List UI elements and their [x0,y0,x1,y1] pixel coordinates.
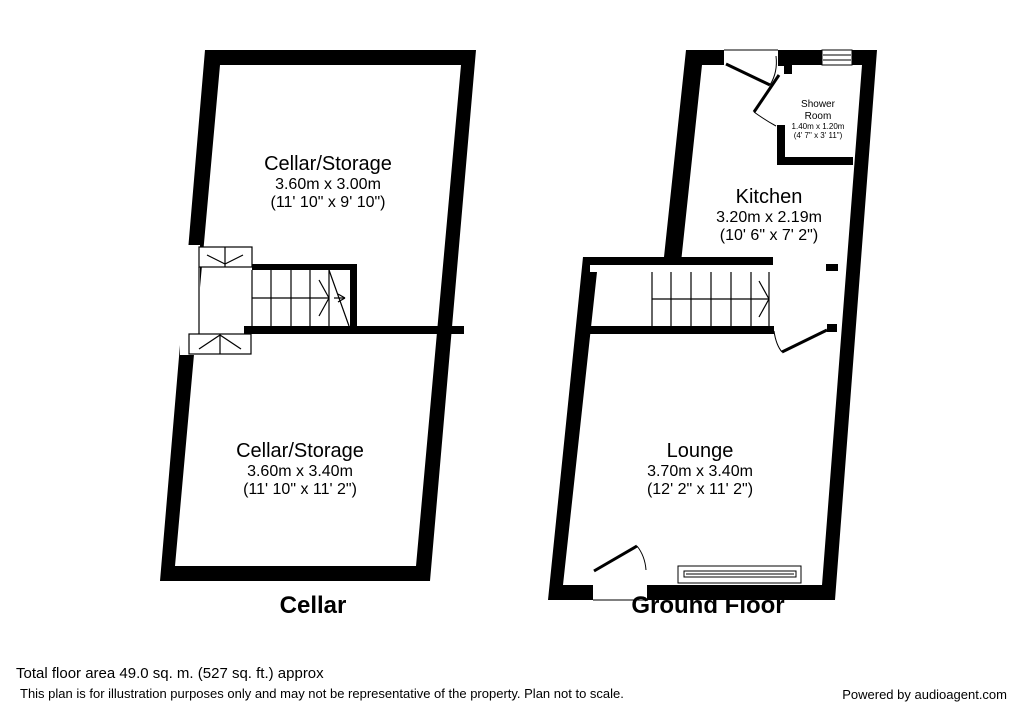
cellar-hatch-doors [188,246,253,355]
room-dimensions-metric: 3.70m x 3.40m [647,463,753,480]
room-label-kitchen: Kitchen 3.20m x 2.19m (10' 6" x 7' 2") [716,186,822,246]
room-dimensions-metric: 3.20m x 2.19m [716,209,822,226]
room-dimensions-metric: 3.60m x 3.00m [275,176,381,193]
room-name-line2: Room [804,110,832,122]
cellar-outer-walls [160,50,476,581]
powered-by: Powered by audioagent.com [842,687,1007,702]
cellar-plan [160,50,476,581]
room-dimensions-metric: 3.60m x 3.40m [247,463,353,480]
room-label-lounge: Lounge 3.70m x 3.40m (12' 2" x 11' 2") [647,440,753,500]
room-dimensions-metric: 1.40m x 1.20m [791,122,845,131]
room-label-cellar-storage-upper: Cellar/Storage 3.60m x 3.00m (11' 10" x … [264,153,392,213]
disclaimer: This plan is for illustration purposes o… [20,686,624,701]
room-label-cellar-storage-lower: Cellar/Storage 3.60m x 3.40m (11' 10" x … [236,440,364,500]
top-window [821,49,853,66]
room-name: Lounge [666,440,734,462]
floor-title-ground-floor: Ground Floor [631,592,785,619]
room-name: Kitchen [735,186,803,208]
cellar-staircase [244,264,464,334]
room-dimensions-imperial: (11' 10" x 9' 10") [270,194,386,212]
front-window [677,565,802,584]
room-label-shower-room: Shower Room 1.40m x 1.20m (4' 7" x 3' 11… [792,99,845,140]
floor-title-cellar: Cellar [279,592,347,619]
room-name: Cellar/Storage [264,153,392,175]
ground-floor-staircase [583,257,838,354]
room-dimensions-imperial: (11' 10" x 11' 2") [243,481,357,499]
room-name: Cellar/Storage [236,440,364,462]
room-dimensions-imperial: (12' 2" x 11' 2") [646,481,754,499]
room-name-line1: Shower [801,99,835,110]
ground-floor-plan [548,49,877,601]
shower-room-walls [777,50,853,165]
room-dimensions-imperial: (10' 6" x 7' 2") [719,227,819,245]
total-floor-area: Total floor area 49.0 sq. m. (527 sq. ft… [16,665,324,682]
room-dimensions-imperial: (4' 7" x 3' 11") [793,131,843,141]
